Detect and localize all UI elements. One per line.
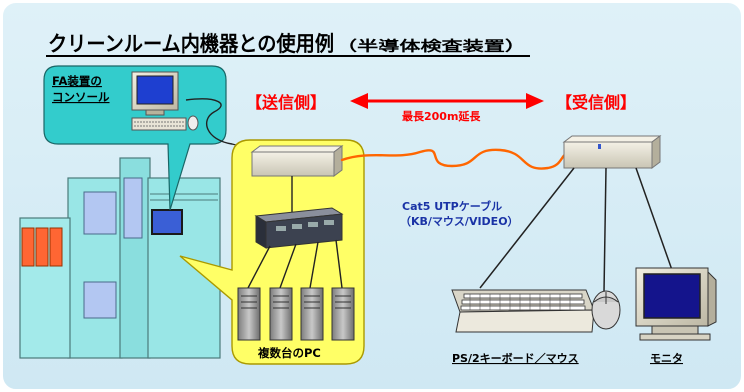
monitor-label: モニタ xyxy=(650,352,683,365)
pc-tower xyxy=(237,287,261,341)
console-mouse-icon xyxy=(187,115,199,131)
receiver-unit xyxy=(562,135,662,169)
pc-tower xyxy=(331,287,355,341)
receiver-to-peripheral-cables xyxy=(479,167,673,293)
machine-console-screen xyxy=(151,209,183,235)
pc-tower xyxy=(269,287,293,341)
ps2-mouse xyxy=(591,290,621,330)
console-monitor-icon xyxy=(131,71,179,116)
ps2-keyboard xyxy=(451,289,595,333)
diagram-title: クリーンルーム内機器との使用例 xyxy=(48,32,334,56)
pcs-label: 複数台のPC xyxy=(257,346,321,360)
diagram-subtitle: （半導体検査装置） xyxy=(336,38,526,55)
switch-to-pc-cables xyxy=(247,239,343,289)
keyboard-mouse-label: PS/2キーボード／マウス xyxy=(452,351,579,365)
cable-label-line1: Cat5 UTPケーブル xyxy=(402,199,502,213)
semiconductor-inspection-machine xyxy=(19,157,221,359)
console-callout-bubble xyxy=(43,65,227,211)
cable-label-line2: （KB/マウス/VIDEO） xyxy=(400,215,519,228)
cat5-utp-cable xyxy=(340,148,580,170)
kvm-switch xyxy=(254,207,344,249)
console-label-line1: FA装置の xyxy=(52,74,102,88)
receiver-side-label: 【受信側】 xyxy=(556,93,636,112)
console-keyboard-icon xyxy=(131,117,187,131)
transmitter-unit xyxy=(250,145,344,177)
transmitter-side-label: 【送信側】 xyxy=(246,93,326,112)
distance-label: 最長200m延長 xyxy=(402,109,481,123)
console-label-line2: コンソール xyxy=(52,90,110,104)
distance-arrow xyxy=(350,93,544,109)
crt-monitor xyxy=(635,267,717,341)
pc-tower xyxy=(300,287,324,341)
